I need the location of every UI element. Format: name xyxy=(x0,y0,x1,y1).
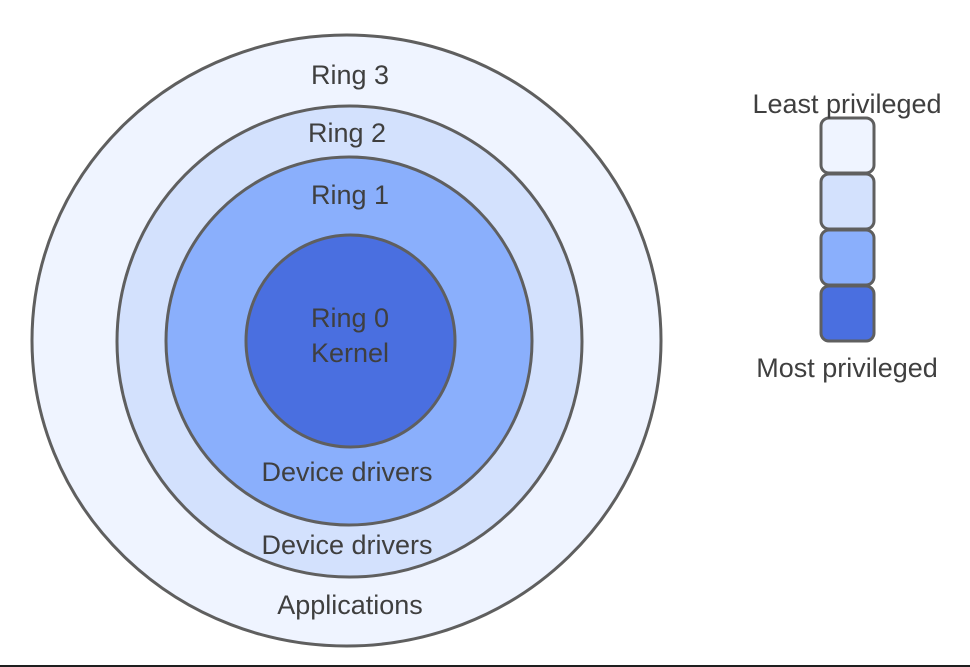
legend-swatch-ring-1 xyxy=(819,228,876,287)
ring-1-label: Ring 1 xyxy=(311,180,389,210)
ring-0-circle xyxy=(244,233,457,449)
ring-3-role-label: Applications xyxy=(277,590,423,620)
ring-0-label: Ring 0 xyxy=(311,303,389,333)
bottom-edge-strip xyxy=(0,665,970,667)
ring-2-role-label: Device drivers xyxy=(261,530,432,560)
ring-3-label: Ring 3 xyxy=(311,60,389,90)
legend-swatch-ring-0 xyxy=(819,284,876,343)
legend-swatch-ring-3 xyxy=(819,116,876,175)
legend-swatch-ring-2 xyxy=(819,172,876,231)
ring-1-role-label: Device drivers xyxy=(261,457,432,487)
privilege-legend: Least privileged Most privileged xyxy=(752,89,941,383)
ring-2-label: Ring 2 xyxy=(308,118,386,148)
legend-least-privileged-label: Least privileged xyxy=(752,89,941,119)
ring-0-role-label: Kernel xyxy=(311,338,389,368)
legend-most-privileged-label: Most privileged xyxy=(756,353,938,383)
